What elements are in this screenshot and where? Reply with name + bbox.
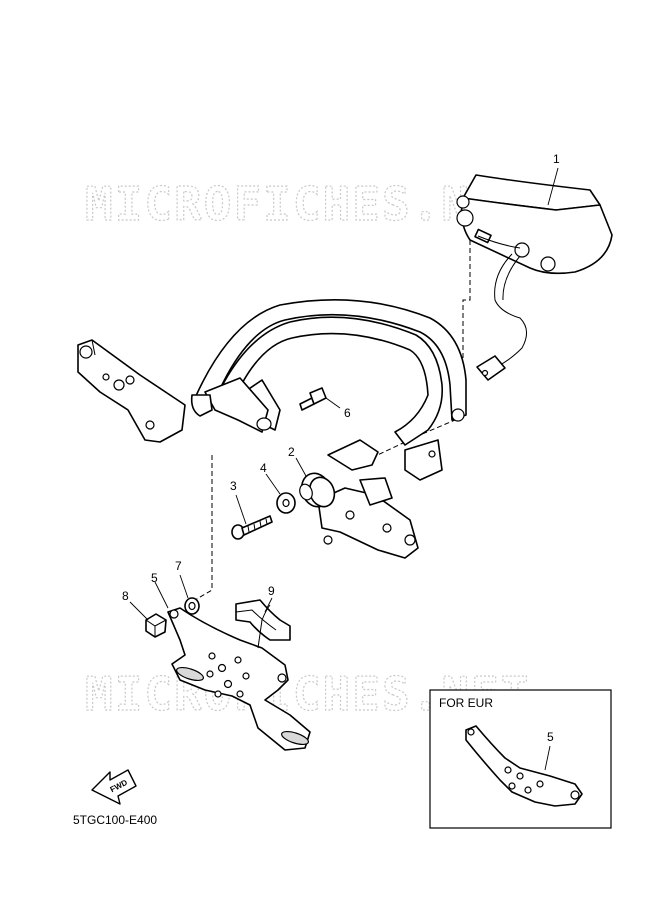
fwd-arrow-icon: FWD (91, 769, 137, 805)
callout-5: 5 (151, 571, 158, 585)
callout-1-leader (547, 167, 559, 206)
route-line-taillight (462, 240, 471, 410)
part-5-license-bracket (154, 581, 311, 751)
inset-callout-5: 5 (547, 730, 554, 744)
callout-1: 1 (553, 152, 560, 166)
part-9-bracket-piece (235, 597, 291, 641)
inset-for-eur: FOR EUR 5 (429, 689, 612, 829)
callout-6: 6 (344, 406, 351, 420)
part-1-taillight (456, 174, 613, 381)
watermark-top: MICROFICHES.NET (85, 177, 530, 231)
callout-4: 4 (260, 461, 267, 475)
frame-left-plate (77, 339, 186, 443)
frame-right-plate (317, 439, 443, 559)
callout-2: 2 (288, 445, 295, 459)
callout-3: 3 (230, 479, 237, 493)
callout-7: 7 (175, 559, 182, 573)
inset-title: FOR EUR (439, 696, 493, 710)
part-4-washer (265, 473, 296, 514)
route-line-bracket (194, 455, 213, 601)
frame-grab-bar (190, 299, 467, 446)
callout-8: 8 (122, 589, 129, 603)
diagram-code: 5TGC100-E400 (73, 813, 157, 827)
part-6-bolt (299, 387, 341, 411)
part-8-nut (129, 601, 167, 638)
part-2-grommet (295, 457, 336, 508)
part-7-collar (179, 574, 200, 615)
part-3-screw (231, 494, 273, 540)
callout-9: 9 (268, 584, 275, 598)
